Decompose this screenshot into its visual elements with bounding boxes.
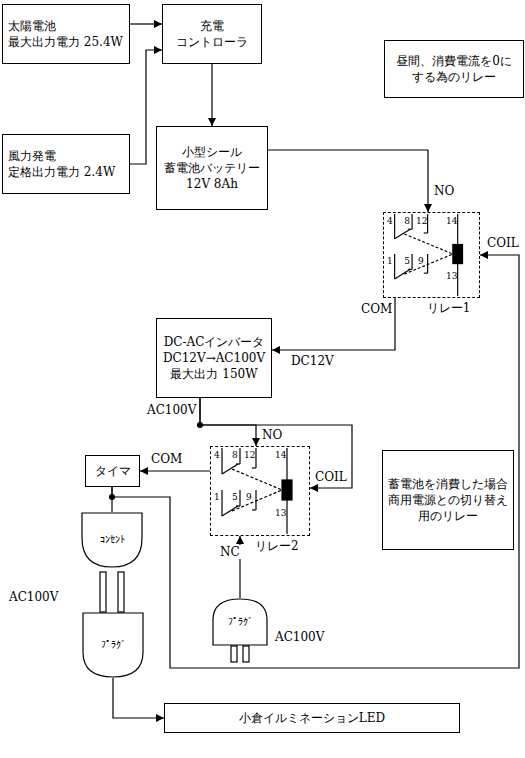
wire-label: DC12V — [290, 354, 335, 368]
pin-number: 8 — [231, 450, 239, 461]
signal-label: AC100V — [274, 630, 325, 644]
relay-box: リレー1 — [383, 212, 480, 298]
wire-connector — [200, 398, 352, 488]
pin-number: 13 — [445, 271, 458, 282]
node-text: 小型シール 蓄電池バッテリー 12V 8Ah — [162, 144, 262, 193]
pin-number: 4 — [386, 216, 394, 227]
node-text: ｺﾝｾﾝﾄ — [100, 533, 125, 547]
node-text: タイマ — [95, 463, 131, 479]
pin-number: 1 — [213, 492, 221, 503]
wire-label: COIL — [314, 470, 348, 484]
load-box: 小倉イルミネーションLED — [164, 703, 460, 733]
note-box: 蓄電池を消費した場合 商用電源との切り替え 用のリレー — [382, 450, 514, 550]
wire-label: NC — [219, 545, 241, 559]
pin-number: 14 — [274, 450, 287, 461]
wire-connector — [200, 398, 256, 446]
pin-number: 4 — [213, 450, 221, 461]
pin-number: 9 — [245, 492, 253, 503]
pin-number: 12 — [243, 450, 256, 461]
node-text: リレー2 — [255, 538, 299, 554]
relay-symbol — [222, 448, 292, 534]
note-box: 昼間、消費電流を0に する為のリレー — [384, 40, 524, 98]
node-text: DC-ACインバータ DC12V→AC100V 最大出力 150W — [162, 334, 266, 383]
node-text: 最大出力電力 25.4W — [8, 34, 123, 50]
source-box: 風力発電定格出力電力 2.4W — [2, 134, 130, 194]
node-text: 蓄電池を消費した場合 商用電源との切り替え 用のリレー — [388, 476, 508, 525]
node-text: ﾌﾟﾗｸﾞ — [101, 638, 126, 652]
relay-symbol — [395, 214, 463, 296]
wire-connector — [211, 64, 212, 126]
node-text: 昼間、消費電流を0に する為のリレー — [390, 53, 518, 85]
wire-connector — [272, 298, 395, 350]
pin-number: 14 — [445, 216, 458, 227]
pin-number: 5 — [403, 256, 411, 267]
pin-number: 9 — [417, 256, 425, 267]
pin-number: 8 — [403, 216, 411, 227]
wire-label: COIL — [486, 236, 520, 250]
wire-connector — [140, 470, 210, 471]
pin-number: 5 — [231, 492, 239, 503]
signal-label: AC100V — [8, 590, 59, 604]
pin-number: 12 — [415, 216, 428, 227]
node-text: ﾌﾟﾗｸﾞ — [228, 615, 253, 629]
wire-label: COM — [150, 452, 183, 466]
relay-box: リレー2 — [210, 446, 310, 536]
wire-connector — [113, 678, 164, 718]
battery-box: 小型シール 蓄電池バッテリー 12V 8Ah — [156, 126, 268, 210]
wire-connector — [268, 150, 428, 212]
node-text: 充電 コントローラ — [168, 18, 256, 50]
outlet-shape: ｺﾝｾﾝﾄ — [81, 512, 143, 568]
source-box: 太陽電池最大出力電力 25.4W — [2, 4, 130, 64]
signal-label: COM — [360, 302, 393, 316]
pin-number: 13 — [274, 508, 287, 519]
plug-shape: ﾌﾟﾗｸﾞ — [212, 598, 268, 646]
inverter-box: DC-ACインバータ DC12V→AC100V 最大出力 150W — [156, 318, 272, 398]
wire-label: NO — [433, 184, 455, 198]
plug-shape: ﾌﾟﾗｸﾞ — [82, 612, 144, 678]
timer-box: タイマ — [85, 455, 140, 487]
wire-connector — [111, 487, 112, 512]
node-text: 太陽電池 — [8, 18, 56, 34]
node-text: リレー1 — [427, 300, 471, 316]
wire-label: NO — [261, 428, 283, 442]
pin-number: 1 — [386, 256, 394, 267]
wire-connector — [112, 255, 519, 668]
node-text: 風力発電 — [8, 148, 56, 164]
wire-connector — [130, 23, 162, 24]
node-text: 定格出力電力 2.4W — [8, 164, 115, 180]
node-text: 小倉イルミネーションLED — [239, 710, 385, 726]
controller-box: 充電 コントローラ — [162, 4, 262, 64]
signal-label: AC100V — [146, 403, 197, 417]
